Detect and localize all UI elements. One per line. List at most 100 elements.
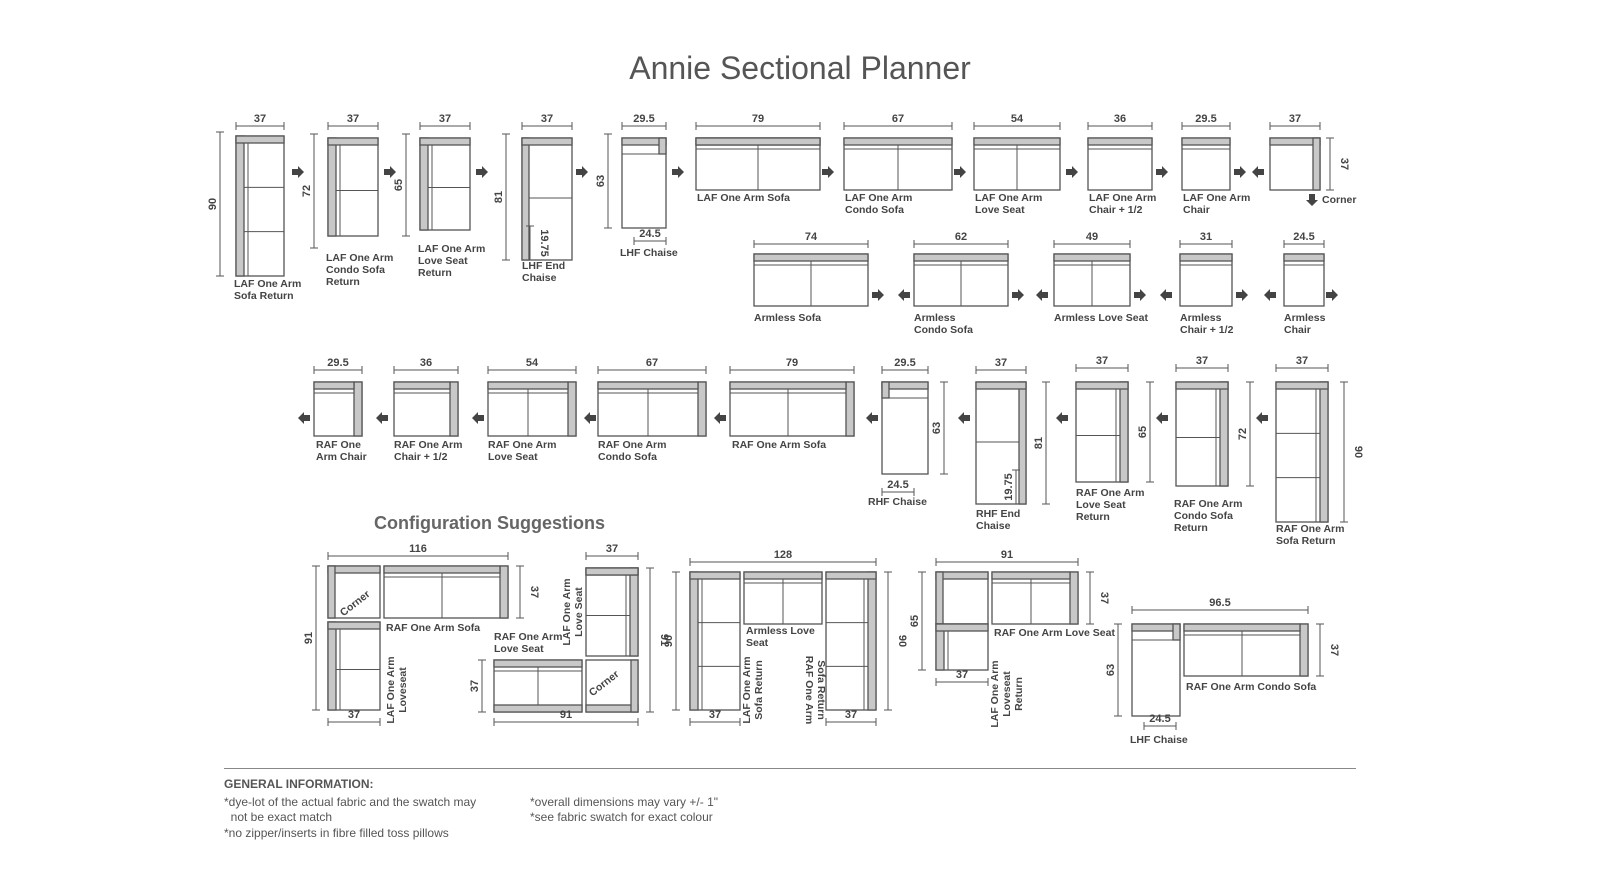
outline [597,381,707,437]
outline [975,381,1027,505]
outline [383,565,501,574]
outline [1181,137,1231,191]
piece-label: Corner [1322,194,1356,206]
page-title: Annie Sectional Planner [629,50,971,86]
piece-label: Love Seat [488,451,538,463]
outline [1131,623,1181,717]
outline [689,571,741,580]
outline [499,565,509,619]
outline [1175,381,1229,487]
piece-label: LHF Chaise [1130,734,1188,746]
general-note: *overall dimensions may vary +/- 1" [530,795,718,809]
arrow-icon [472,412,484,424]
dimension-label: 36 [1114,113,1126,125]
piece-label: Loveseat [397,667,409,713]
arrow-icon [298,412,310,424]
arrow-icon [672,166,684,178]
piece-label: LAF One Arm [845,192,912,204]
piece-label: LAF One Arm [989,660,1001,727]
piece-label: Condo Sofa [598,451,657,463]
dimension-label: 24.5 [639,228,660,240]
outline [493,704,583,713]
outline [697,381,707,437]
general-note: not be exact match [224,810,333,824]
dimension-label: 37 [528,586,540,598]
piece-label: Chair + 1/2 [1180,324,1234,336]
outline [991,571,1071,580]
general-note: *see fabric swatch for exact colour [530,810,713,824]
outline [393,381,451,390]
dimension-label: 62 [955,231,967,243]
outline [235,135,285,144]
outline [1283,253,1325,262]
outline [729,381,847,390]
outline [487,381,577,437]
dimension-label: 90 [207,198,219,210]
dimension-label: 67 [892,113,904,125]
piece-label: LAF One Arm [1183,192,1250,204]
piece-label: Return [1013,677,1025,711]
outline [493,659,583,668]
outline [327,137,379,146]
piece-label: RAF One Arm [494,631,562,643]
dimension-label: 74 [805,231,818,243]
dimension-label: 63 [595,175,607,187]
piece-label: RAF One Arm Sofa [386,622,480,634]
piece-label: RAF One Arm Condo Sofa [1186,681,1316,693]
piece-label: Sofa Return [815,660,827,720]
piece-label: LAF One Arm [975,192,1042,204]
piece-label: Chair + 1/2 [394,451,448,463]
outline [630,659,639,713]
arrow-icon [576,166,588,178]
arrow-icon [292,166,304,178]
config-section-title: Configuration Suggestions [374,513,605,533]
arrow-icon [822,166,834,178]
arrow-icon [476,166,488,178]
arrow-icon [1252,166,1264,178]
outline [743,571,823,580]
piece-label: Armless [914,312,956,324]
dimension-label: 49 [1086,231,1098,243]
piece-label: LAF One Arm [234,278,301,290]
dimension-label: 63 [931,422,943,434]
outline [327,565,381,574]
piece-label: RHF End [976,508,1020,520]
outline [327,565,336,619]
piece-label: Love Seat [1076,499,1126,511]
general-note: *dye-lot of the actual fabric and the sw… [224,795,477,809]
arrow-icon [1236,289,1248,301]
piece-label: Love Seat [494,643,544,655]
outline [1053,253,1131,262]
piece-label: Love Seat [975,204,1025,216]
outline [487,381,569,390]
outline [585,567,639,576]
dimension-label: 63 [1105,664,1117,676]
outline [585,704,639,713]
outline [327,621,381,711]
outline [1018,381,1027,505]
arrow-icon [1056,412,1068,424]
piece-label: RAF One Arm [598,439,666,451]
outline [1087,137,1153,191]
outline [975,381,1027,390]
outline [353,381,363,437]
outline [991,571,1079,625]
dimension-label: 31 [1200,231,1212,243]
outline [1319,381,1329,523]
arrow-icon [1066,166,1078,178]
piece-label: LHF End [522,260,565,272]
outline [585,567,639,657]
dimension-label: 37 [1328,644,1340,656]
piece-label: RAF One Arm [803,656,815,724]
piece-label: LAF One Arm [418,243,485,255]
